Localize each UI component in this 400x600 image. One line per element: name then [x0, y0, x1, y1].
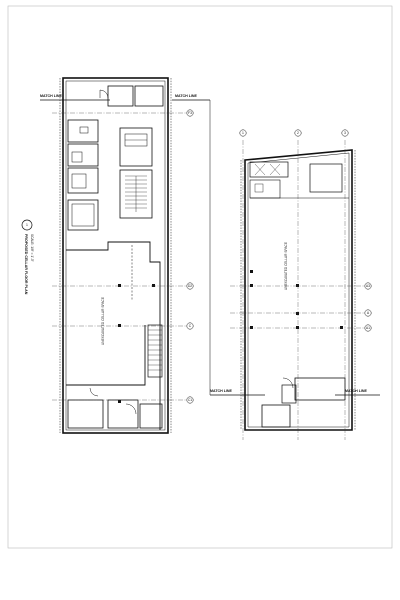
grid-bubble-label: D2: [188, 284, 192, 288]
grid-bubble: [186, 322, 194, 330]
left-grid-lines: [52, 112, 190, 401]
match-line-label: MATCH LINE: [345, 389, 367, 393]
grid-bubble: [364, 324, 372, 332]
grid-bubble: [186, 396, 194, 404]
plan-scale: SCALE: 1/8" = 1'-0": [30, 234, 34, 262]
grid-bubble-label: A3: [366, 284, 370, 288]
grid-bubble-label: A1: [366, 326, 370, 330]
grid-bubble: [341, 129, 349, 137]
grid-bubble-label: C: [189, 324, 192, 328]
grid-bubble-label: F3: [188, 111, 192, 115]
grid-bubble-label: 2: [297, 131, 299, 135]
sheet-border: [7, 5, 393, 549]
plan-title-block: 1 PROPOSED CELLAR FLOOR PLAN SCALE: 1/8"…: [21, 219, 34, 295]
right-plan-outline: [244, 149, 353, 431]
left-plan-inner-wall: [65, 80, 166, 431]
left-grid-bubbles: F3 D2 C C1: [186, 109, 194, 404]
grid-bubble: [364, 282, 372, 290]
match-line-label: MATCH LINE: [40, 94, 62, 98]
grid-bubble-label: A: [367, 311, 370, 315]
grid-bubble: [186, 282, 194, 290]
grid-bubble: [294, 129, 302, 137]
right-grid-lines: [230, 140, 368, 440]
match-line-label: MATCH LINE: [175, 94, 197, 98]
right-plan: [240, 149, 356, 431]
right-grid-bubbles: 1 2 3 A3 A A1: [239, 129, 372, 332]
grid-bubble-label: 3: [344, 131, 346, 135]
match-line-label: MATCH LINE: [210, 389, 232, 393]
grid-bubble: [186, 109, 194, 117]
room-label: UNEXCAVATED CELLAR SPACE: [101, 297, 105, 345]
plan-title: PROPOSED CELLAR FLOOR PLAN: [24, 234, 28, 295]
room-label: UNEXCAVATED CELLAR SPACE: [284, 242, 288, 290]
left-plan-outline: [62, 77, 169, 434]
grid-bubble: [364, 309, 372, 317]
grid-bubble: [239, 129, 247, 137]
detail-number: 1: [26, 223, 28, 227]
left-match-line: MATCH LINE MATCH LINE: [40, 94, 211, 395]
grid-bubble-label: C1: [188, 398, 192, 402]
detail-bubble: [21, 219, 33, 231]
left-plan: [59, 77, 172, 434]
grid-bubble-label: 1: [242, 131, 244, 135]
right-match-line: MATCH LINE MATCH LINE: [210, 389, 380, 396]
